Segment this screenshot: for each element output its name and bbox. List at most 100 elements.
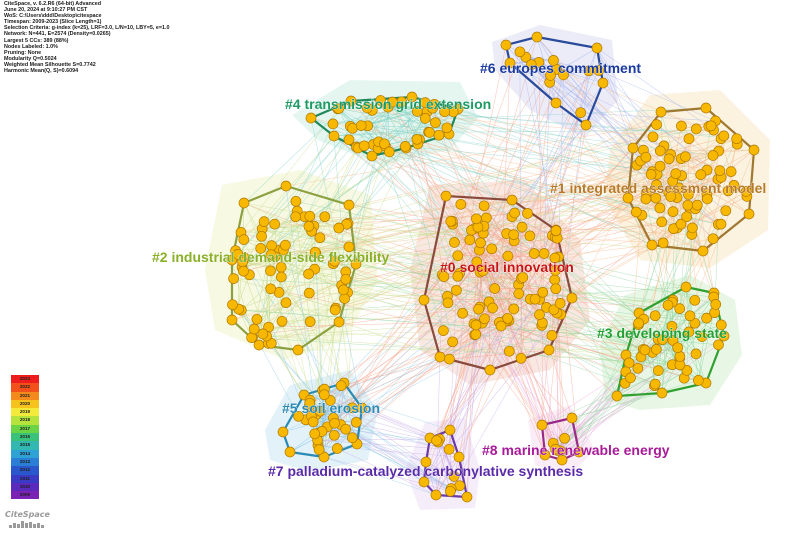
network-link xyxy=(478,70,590,310)
network-node xyxy=(457,307,468,319)
network-node xyxy=(537,286,549,298)
network-link xyxy=(404,96,413,147)
network-link xyxy=(651,194,689,246)
network-node xyxy=(350,258,362,270)
network-node xyxy=(725,166,737,177)
network-link xyxy=(305,325,542,421)
network-link xyxy=(435,272,481,496)
network-node xyxy=(329,255,340,267)
network-node xyxy=(419,97,431,108)
network-node xyxy=(473,303,484,315)
network-node xyxy=(656,387,668,399)
network-link xyxy=(643,211,674,350)
meta-line: Network: N=441, E=2574 (Density=0.0265) xyxy=(4,31,111,38)
network-node xyxy=(292,344,304,356)
network-node xyxy=(361,102,373,114)
network-node xyxy=(255,243,267,254)
network-node xyxy=(554,298,566,309)
network-link xyxy=(256,278,346,320)
network-node xyxy=(329,417,340,429)
network-link xyxy=(243,270,267,337)
meta-line: WoS: C:\Users\ddd\Desktop\citespace xyxy=(4,13,102,20)
network-link xyxy=(536,36,557,104)
network-node xyxy=(722,185,734,197)
network-link xyxy=(324,216,347,272)
network-node xyxy=(313,444,325,455)
network-link xyxy=(338,108,447,129)
network-node xyxy=(290,195,302,207)
network-link xyxy=(231,214,642,321)
network-node xyxy=(550,283,562,295)
network-node xyxy=(531,31,543,43)
network-link xyxy=(372,110,653,246)
network-node xyxy=(343,199,355,211)
network-node xyxy=(655,106,667,118)
network-link xyxy=(244,258,319,446)
network-link xyxy=(270,123,334,255)
network-node xyxy=(484,364,496,376)
network-node xyxy=(486,243,498,255)
network-node xyxy=(502,312,514,324)
network-node xyxy=(329,304,341,316)
network-link xyxy=(324,388,451,431)
network-node xyxy=(509,207,521,219)
network-link xyxy=(483,232,535,254)
network-node xyxy=(647,131,659,143)
network-node xyxy=(280,297,292,309)
network-link xyxy=(439,298,536,358)
network-node xyxy=(550,265,561,276)
network-link xyxy=(323,424,341,458)
network-node xyxy=(646,239,658,251)
network-node xyxy=(676,120,687,132)
network-node xyxy=(700,102,712,114)
network-node xyxy=(502,250,514,262)
citespace-logo: CiteSpace xyxy=(5,510,50,532)
network-node xyxy=(705,120,717,132)
network-node xyxy=(654,202,666,214)
network-link xyxy=(435,456,460,496)
network-node xyxy=(504,57,516,69)
network-node xyxy=(654,145,666,157)
network-link xyxy=(457,236,556,257)
network-node xyxy=(343,241,355,253)
network-link xyxy=(343,289,448,304)
network-node xyxy=(430,489,442,501)
network-link xyxy=(233,278,336,309)
network-link xyxy=(435,334,477,496)
network-link xyxy=(305,303,561,421)
network-node xyxy=(479,313,490,325)
network-node xyxy=(411,106,423,117)
network-node xyxy=(683,326,695,338)
network-link xyxy=(241,230,312,233)
network-link xyxy=(334,227,340,262)
meta-line: Nodes Labeled: 1.0% xyxy=(4,43,58,50)
network-node xyxy=(487,302,498,314)
network-link xyxy=(371,155,513,201)
network-node xyxy=(411,133,423,145)
network-link xyxy=(474,228,558,451)
network-link xyxy=(308,174,701,275)
legend-year-2009: 2009 xyxy=(11,491,39,500)
network-link xyxy=(698,318,707,381)
network-node xyxy=(387,96,398,108)
network-link xyxy=(556,69,691,209)
network-node xyxy=(333,222,345,234)
network-link xyxy=(661,302,673,394)
network-link xyxy=(554,257,646,351)
network-node xyxy=(573,446,585,458)
network-node xyxy=(277,426,289,438)
network-link xyxy=(405,146,519,285)
meta-line: Modularity Q=0.5024 xyxy=(4,55,57,62)
network-link xyxy=(337,448,437,496)
network-node xyxy=(683,133,695,145)
network-node xyxy=(550,225,562,237)
network-node xyxy=(632,362,644,374)
network-node xyxy=(663,153,675,165)
network-link xyxy=(338,227,479,310)
legend-year-2021: 2021 xyxy=(11,391,39,400)
network-link xyxy=(319,175,682,238)
network-node xyxy=(503,345,515,357)
network-link xyxy=(361,125,447,129)
